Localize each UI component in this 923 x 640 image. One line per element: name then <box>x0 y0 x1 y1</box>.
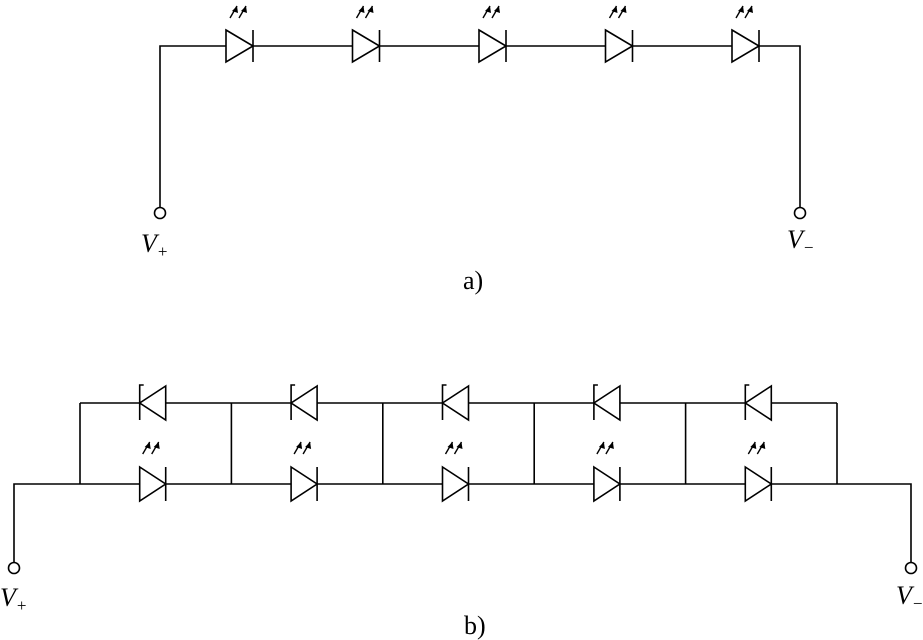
diode-triangle <box>593 465 622 503</box>
emission-arrow-head <box>611 6 618 13</box>
diode-triangle <box>289 384 318 422</box>
diode-cathode-bar <box>138 384 144 420</box>
diagram-a-caption: a) <box>463 266 483 295</box>
light-emission-arrows <box>482 5 500 19</box>
emission-arrow-head <box>241 6 247 13</box>
diode-triangle <box>138 465 168 503</box>
protection-diode <box>441 384 470 422</box>
diode-triangle <box>138 384 167 422</box>
series-led-group <box>225 5 761 64</box>
diode-triangle <box>743 384 773 422</box>
protection-diode <box>289 384 318 422</box>
protected-section <box>138 384 168 503</box>
protection-diode <box>138 384 167 422</box>
series-led <box>731 5 761 64</box>
left-lead-wire <box>13 483 80 562</box>
emission-arrow-head <box>598 442 605 449</box>
positive-terminal <box>7 561 21 575</box>
diode-triangle <box>478 28 508 64</box>
protected-section <box>289 384 319 503</box>
emission-arrow-head <box>456 442 463 449</box>
light-emission-arrows <box>596 441 614 455</box>
series-led <box>351 5 382 64</box>
series-led <box>478 5 508 64</box>
section-led <box>744 441 773 503</box>
emission-arrow-head <box>305 442 312 449</box>
negative-terminal-label: V− <box>787 225 813 257</box>
diode-triangle <box>731 28 761 64</box>
diode-triangle <box>441 384 470 422</box>
diode-cathode-bar <box>744 384 750 420</box>
light-emission-arrows <box>735 5 753 19</box>
section-led <box>593 441 622 503</box>
diode-triangle <box>744 465 773 503</box>
protected-section-group <box>79 384 838 503</box>
emission-arrow-head <box>750 442 757 449</box>
positive-terminal-label: V+ <box>0 583 26 615</box>
series-string-wire <box>159 45 801 207</box>
light-emission-arrows <box>142 441 160 455</box>
light-emission-arrows <box>293 441 312 455</box>
diagram-a-series-led-string: V+ V− a) <box>141 5 813 295</box>
diode-triangle <box>604 28 635 64</box>
positive-terminal-label: V+ <box>141 229 167 261</box>
diagram-b-caption: b) <box>464 611 486 640</box>
protection-diode <box>592 384 621 422</box>
emission-arrow-head <box>447 442 454 449</box>
emission-arrow-head <box>607 442 614 449</box>
diode-triangle <box>592 384 621 422</box>
emission-arrow-head <box>485 6 491 13</box>
protection-diode <box>743 384 773 422</box>
emission-arrow-head <box>620 6 627 13</box>
protected-section <box>592 384 622 503</box>
positive-terminal <box>153 206 167 220</box>
emission-arrow-head <box>367 6 374 13</box>
series-led <box>225 5 255 64</box>
light-emission-arrows <box>608 5 627 19</box>
section-led <box>138 441 168 503</box>
emission-arrow-head <box>296 442 303 449</box>
diode-cathode-bar <box>593 384 598 420</box>
light-emission-arrows <box>747 441 766 455</box>
negative-terminal-label: V− <box>896 581 922 613</box>
emission-arrow-head <box>232 6 238 13</box>
emission-arrow-head <box>494 6 500 13</box>
emission-arrow-head <box>358 6 365 13</box>
light-emission-arrows <box>444 441 463 455</box>
emission-arrow-head <box>759 442 766 449</box>
protected-section <box>743 384 773 503</box>
emission-arrow-head <box>144 442 151 449</box>
section-led <box>441 441 470 503</box>
diode-triangle <box>351 28 382 64</box>
light-emission-arrows <box>355 5 374 19</box>
diode-cathode-bar <box>290 384 296 420</box>
emission-arrow-head <box>747 6 753 13</box>
negative-terminal <box>904 561 918 575</box>
emission-arrow-head <box>738 6 744 13</box>
section-led <box>290 441 319 503</box>
emission-arrow-head <box>153 442 160 449</box>
right-lead-wire <box>837 483 912 562</box>
diode-triangle <box>290 465 319 503</box>
negative-terminal <box>793 206 807 220</box>
diode-triangle <box>441 465 470 503</box>
diode-triangle <box>225 28 255 64</box>
light-emission-arrows <box>229 5 247 19</box>
series-led <box>604 5 635 64</box>
diagram-b-protected-led-string: V+ V− b) <box>0 384 922 640</box>
diode-cathode-bar <box>441 384 447 420</box>
protected-section <box>441 384 470 503</box>
